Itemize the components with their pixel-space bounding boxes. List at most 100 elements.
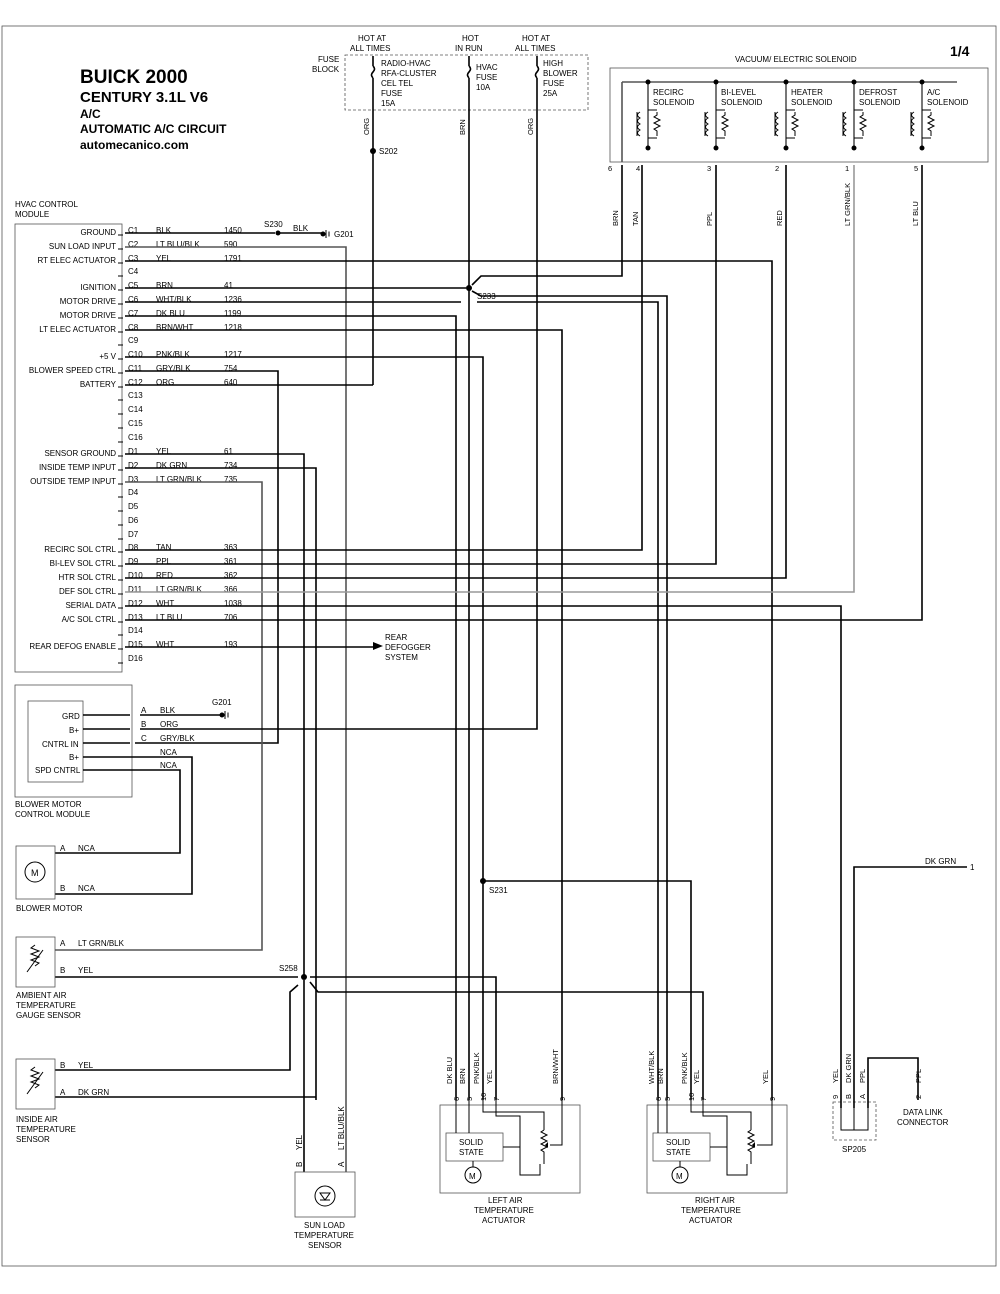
hvac-pin-function: SERIAL DATA	[65, 601, 116, 610]
splice-dot	[370, 148, 376, 154]
sunload-label: TEMPERATURE	[294, 1231, 354, 1240]
hvac-pin-id: C10	[128, 350, 143, 359]
actuator-internal	[657, 1100, 773, 1176]
bmcm-wires	[140, 714, 538, 730]
pin-label: A	[60, 939, 66, 948]
hvac-pin-function: A/C SOL CTRL	[62, 615, 117, 624]
hvac-pin-id: D16	[128, 654, 143, 663]
wire-sensor-ground	[125, 453, 305, 975]
ground-label: G201	[334, 230, 354, 239]
wire-label: BRN	[458, 119, 467, 135]
pin-label: 6	[452, 1097, 461, 1101]
junction-dot	[851, 79, 857, 85]
hvac-circuit-number: 1236	[224, 295, 242, 304]
wire-brn-right5	[471, 290, 668, 1100]
hvac-title-2: MODULE	[15, 210, 49, 219]
hvac-pin-function: GROUND	[80, 228, 116, 237]
hvac-pin-row: D14	[118, 626, 143, 636]
pin-label: B	[141, 720, 146, 729]
resistor-icon	[652, 112, 662, 136]
wire-label: NCA	[160, 761, 178, 770]
pin-label: 7	[699, 1097, 708, 1101]
hvac-wire-color: PPL	[156, 557, 172, 566]
wire-label: PPL	[858, 1069, 867, 1083]
splice-label: S202	[379, 147, 398, 156]
bmcm-pin-name: B+	[69, 726, 79, 735]
hvac-pin-row: C14	[118, 405, 143, 415]
dlc-label: DATA LINK	[903, 1108, 943, 1117]
thermistor-arrow-icon	[26, 1071, 44, 1095]
pin-label: B	[60, 966, 65, 975]
hvac-circuit-number: 1791	[224, 254, 242, 263]
actuator-label: ACTUATOR	[482, 1216, 525, 1225]
wire-label: PPL	[705, 212, 714, 226]
fuse-block-outline	[344, 54, 589, 111]
solenoid-name: SOLENOID	[721, 98, 763, 107]
inside-label: TEMPERATURE	[16, 1125, 76, 1134]
hvac-pin-id: C7	[128, 309, 139, 318]
junction-dot	[713, 79, 719, 85]
hvac-wire-color: BLK	[156, 226, 172, 235]
hvac-circuit-number: 193	[224, 640, 238, 649]
wire-label: DK GRN	[925, 857, 956, 866]
hvac-pin-id: D15	[128, 640, 143, 649]
wire-motor-drive-2	[125, 315, 457, 1100]
fuse-symbol	[466, 56, 472, 82]
wire-outside-temp	[55, 481, 263, 951]
wire-label: NCA	[78, 844, 96, 853]
fuse-label: RADIO-HVAC	[381, 59, 431, 68]
pin-label: 1	[845, 164, 849, 173]
hvac-circuit-number: 61	[224, 447, 233, 456]
wire-defrost	[125, 165, 855, 593]
solenoid-name: DEFROST	[859, 88, 897, 97]
hvac-pin-row: C4	[118, 267, 139, 277]
hvac-pin-function: BLOWER SPEED CTRL	[29, 366, 117, 375]
pin-label: 9	[768, 1097, 777, 1101]
ground-label: G201	[212, 698, 232, 707]
pin-label: 2	[914, 1095, 923, 1099]
solid-state-label: STATE	[459, 1148, 484, 1157]
coil-icon	[774, 111, 779, 137]
hvac-pin-id: D13	[128, 613, 143, 622]
actuator-outline	[439, 1104, 581, 1194]
arrow-icon	[373, 642, 383, 650]
rear-defog-label: DEFOGGER	[385, 643, 431, 652]
wire-label: LT BLU	[911, 201, 920, 226]
sp205-connector: 9 B A YEL DK GRN PPL SP205 DK GRN 1	[831, 857, 975, 1154]
hvac-pin-id: D2	[128, 461, 139, 470]
ambient-label: AMBIENT AIR	[16, 991, 67, 1000]
photodiode-icon	[314, 1185, 336, 1207]
wire-label: LT BLU/BLK	[337, 1106, 346, 1150]
hvac-wire-color: DK BLU	[156, 309, 185, 318]
wire-label: YEL	[761, 1070, 770, 1084]
hvac-pin-id: C6	[128, 295, 139, 304]
potentiometer-icon	[539, 1129, 549, 1164]
sp205-leads	[840, 1100, 869, 1108]
hvac-pin-id: D5	[128, 502, 139, 511]
hvac-pin-function: SENSOR GROUND	[44, 449, 116, 458]
pin-label: A	[141, 706, 147, 715]
fuse-symbol	[534, 56, 540, 82]
hvac-pin-row: D4	[118, 488, 139, 498]
hvac-wire-color: BRN/WHT	[156, 323, 193, 332]
wire-label: BRN	[656, 1068, 665, 1084]
pin-label: B	[60, 1061, 65, 1070]
hvac-pin-function: MOTOR DRIVE	[60, 297, 116, 306]
wire-inside-temp	[125, 467, 317, 1100]
hvac-pin-row: C15	[118, 419, 143, 429]
wire-5v	[125, 356, 484, 1100]
wire-sun-load	[125, 246, 347, 1172]
vacuum-title: VACUUM/ ELECTRIC SOLENOID	[735, 55, 857, 64]
actuator-label: ACTUATOR	[689, 1216, 732, 1225]
solenoid-name: HEATER	[791, 88, 823, 97]
solid-state-label: SOLID	[459, 1138, 483, 1147]
hvac-pin-row: D5	[118, 502, 139, 512]
hvac-pin-id: C11	[128, 364, 143, 373]
